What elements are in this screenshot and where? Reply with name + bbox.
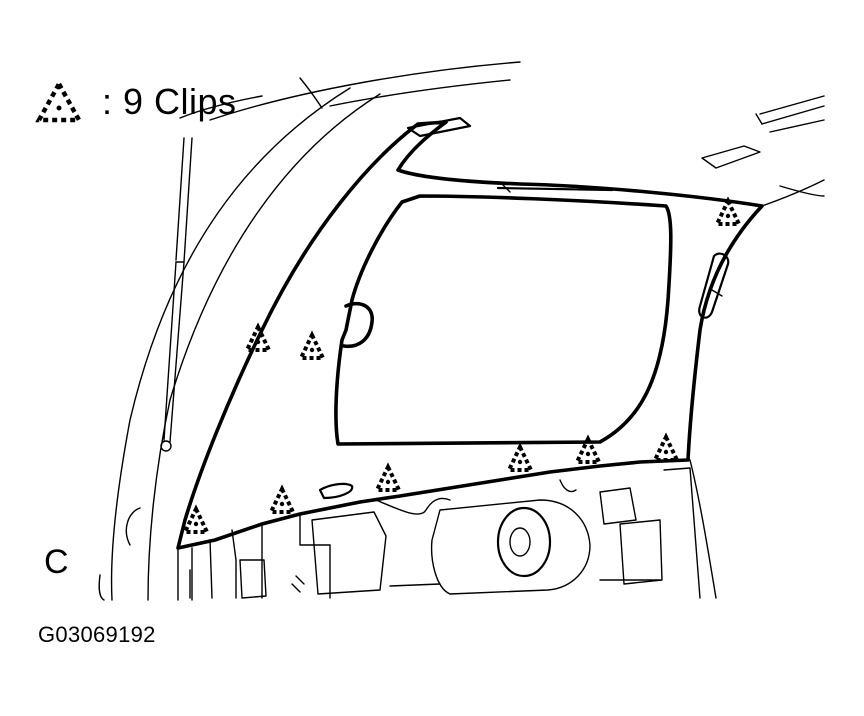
legend: : 9 Clips — [34, 80, 237, 124]
clip-symbol-2 — [297, 330, 327, 360]
clip-symbol-3 — [181, 504, 211, 534]
legend-text: : 9 Clips — [102, 81, 237, 122]
clip-symbol-6 — [505, 442, 535, 472]
roof-rail — [701, 95, 825, 207]
clip-symbol-7 — [573, 434, 603, 464]
clip-symbol-8 — [651, 432, 681, 462]
door-opening-lines — [98, 87, 381, 601]
figure-id: G03069192 — [38, 622, 156, 647]
clip-symbol-5 — [373, 462, 403, 492]
clip-symbol-1 — [243, 322, 273, 352]
quarter-trim-panel — [176, 116, 764, 550]
gas-strut — [160, 137, 193, 452]
clip-markers — [181, 196, 743, 534]
roof-outline — [179, 61, 521, 121]
clip-symbol-4 — [267, 484, 297, 514]
clip-symbol-9 — [713, 196, 743, 226]
dashed-triangle-icon — [34, 80, 84, 124]
lower-body-structure — [177, 459, 717, 601]
view-label: C — [44, 543, 69, 581]
